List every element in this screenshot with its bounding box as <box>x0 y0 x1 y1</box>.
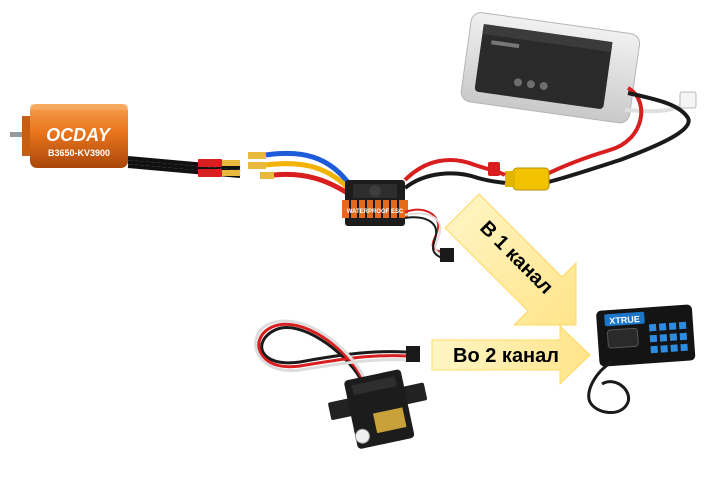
esc-signal-lead <box>404 208 454 262</box>
esc-label: WATERPROOF ESC <box>347 209 404 215</box>
esc-unit: WATERPROOF ESC <box>342 180 408 226</box>
brushless-motor: OCDAY B3650-KV3900 <box>10 104 128 168</box>
receiver-label: XTRUE <box>609 314 640 326</box>
receiver-antenna <box>587 360 631 414</box>
arrow-to-channel-1: В 1 канал <box>444 193 577 326</box>
xt60-connector <box>505 167 550 191</box>
motor-brand: OCDAY <box>46 125 112 145</box>
esc-phase-wires <box>265 150 355 199</box>
servo-lead <box>254 319 420 379</box>
motor-leads <box>127 152 274 179</box>
arrow-to-channel-2: Во 2 канал <box>431 324 591 386</box>
servo <box>328 369 427 449</box>
arrow-channel-2-label: Во 2 канал <box>453 345 559 367</box>
battery-leads <box>544 86 691 184</box>
esc-power-leads <box>403 158 507 190</box>
lipo-battery <box>460 12 641 124</box>
balance-lead <box>624 91 697 114</box>
motor-model: B3650-KV3900 <box>48 148 110 158</box>
receiver: XTRUE <box>596 304 696 367</box>
